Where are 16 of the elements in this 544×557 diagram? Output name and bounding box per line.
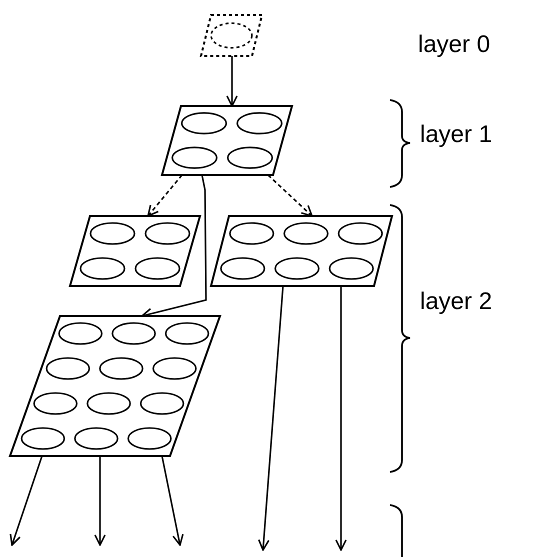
- grid-plane: [70, 216, 200, 286]
- arrow: [10, 456, 43, 546]
- arrow: [258, 286, 284, 551]
- arrow: [94, 456, 106, 546]
- layer-label: layer 2: [420, 290, 492, 314]
- arrow: [226, 56, 238, 107]
- grid-plane: [10, 316, 220, 456]
- arrow: [335, 286, 347, 551]
- layer-label: layer 1: [420, 123, 492, 147]
- arrow: [267, 174, 313, 217]
- layer-label: layer 0: [418, 33, 490, 57]
- grid-plane: [201, 15, 262, 56]
- arrow: [147, 174, 183, 217]
- arrow: [161, 456, 184, 546]
- grid-plane: [162, 106, 292, 175]
- grid-plane: [211, 216, 392, 286]
